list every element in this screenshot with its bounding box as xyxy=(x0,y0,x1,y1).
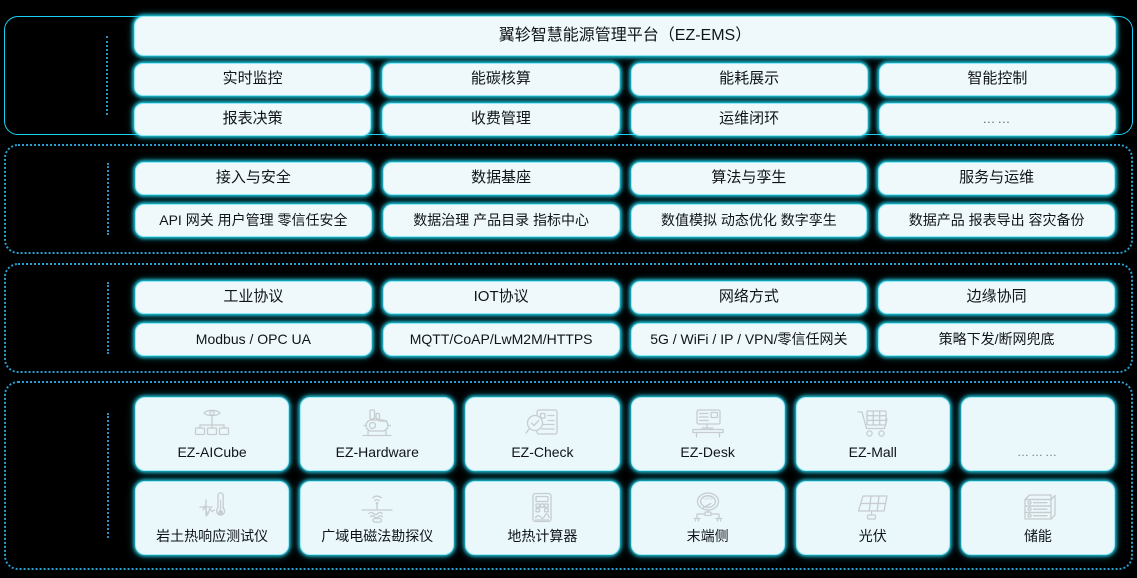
platform-card-billing-management[interactable]: 收费管理 xyxy=(382,102,620,136)
product-tile-ez-mall[interactable]: EZ-Mall xyxy=(795,396,950,471)
product-tile-ez-desk[interactable]: EZ-Desk xyxy=(630,396,785,471)
product-label: 广域电磁法勘探仪 xyxy=(321,528,434,545)
protocol-row-1: 工业协议 IOT协议 网络方式 边缘协同 xyxy=(135,280,1115,314)
product-tile-more[interactable]: ……… xyxy=(960,396,1116,471)
protocol-card-network[interactable]: 网络方式 xyxy=(630,280,868,314)
platform-card-carbon-accounting[interactable]: 能碳核算 xyxy=(382,62,620,96)
product-tile-terminal-side[interactable]: GAS 末端侧 xyxy=(630,480,785,555)
shopping-cart-icon xyxy=(854,405,892,443)
product-label: EZ-Mall xyxy=(848,444,897,461)
protocol-row-2: Modbus / OPC UA MQTT/CoAP/LwM2M/HTTPS 5G… xyxy=(135,322,1115,356)
panel-divider xyxy=(107,412,109,539)
product-label: 地热计算器 xyxy=(507,528,578,545)
capability-sub-access-security[interactable]: API 网关 用户管理 零信任安全 xyxy=(135,203,372,237)
protocol-card-iot[interactable]: IOT协议 xyxy=(382,280,620,314)
platform-card-report-decision[interactable]: 报表决策 xyxy=(134,102,372,136)
antenna-ground-survey-icon xyxy=(358,489,396,527)
panel-divider xyxy=(106,35,108,116)
panel-product-layer: EZ-AICube xyxy=(4,381,1133,570)
thermometer-waveform-icon xyxy=(193,489,231,527)
desktop-monitor-desk-icon xyxy=(689,405,727,443)
capability-sub-service-ops[interactable]: 数据产品 报表导出 容灾备份 xyxy=(878,203,1115,237)
product-label: EZ-Check xyxy=(511,444,574,461)
protocol-card-industrial[interactable]: 工业协议 xyxy=(135,280,372,314)
product-label: 光伏 xyxy=(858,528,887,545)
svg-text:GAS: GAS xyxy=(703,496,712,501)
platform-row-1: 实时监控 能碳核算 能耗展示 智能控制 xyxy=(134,62,1116,96)
industrial-machine-icon xyxy=(358,405,396,443)
product-tile-thermal-response-tester[interactable]: 岩土热响应测试仪 xyxy=(135,480,290,555)
capability-card-service-ops[interactable]: 服务与运维 xyxy=(878,161,1115,195)
product-row-1: EZ-AICube xyxy=(135,396,1116,471)
product-label: 末端侧 xyxy=(686,528,729,545)
platform-card-realtime-monitoring[interactable]: 实时监控 xyxy=(134,62,372,96)
panel-capability-layer: 接入与安全 数据基座 算法与孪生 服务与运维 API 网关 用户管理 零信任安全… xyxy=(4,144,1133,254)
product-label: EZ-Desk xyxy=(680,444,735,461)
platform-card-ops-loop[interactable]: 运维闭环 xyxy=(630,102,868,136)
panel-protocol-layer: 工业协议 IOT协议 网络方式 边缘协同 Modbus / OPC UA MQT… xyxy=(4,263,1133,373)
platform-title-card[interactable]: 翼轸智慧能源管理平台（EZ-EMS） xyxy=(134,15,1116,56)
platform-row-2: 报表决策 收费管理 运维闭环 …… xyxy=(134,102,1116,136)
product-tile-photovoltaic[interactable]: 光伏 xyxy=(795,480,950,555)
platform-card-energy-display[interactable]: 能耗展示 xyxy=(630,62,868,96)
capability-sub-algorithm-twin[interactable]: 数值模拟 动态优化 数字孪生 xyxy=(630,203,868,237)
product-tile-ez-check[interactable]: EZ-Check xyxy=(465,396,620,471)
platform-title-row: 翼轸智慧能源管理平台（EZ-EMS） xyxy=(134,15,1116,56)
protocol-card-edge-collab[interactable]: 边缘协同 xyxy=(878,280,1115,314)
protocol-sub-network[interactable]: 5G / WiFi / IP / VPN/零信任网关 xyxy=(630,322,868,356)
magnifier-document-check-icon xyxy=(523,405,561,443)
product-tile-ez-aicube[interactable]: EZ-AICube xyxy=(135,396,290,471)
capability-row-2: API 网关 用户管理 零信任安全 数据治理 产品目录 指标中心 数值模拟 动态… xyxy=(135,203,1115,237)
product-tile-wide-area-em-survey[interactable]: 广域电磁法勘探仪 xyxy=(300,480,455,555)
product-tile-ez-hardware[interactable]: EZ-Hardware xyxy=(300,396,455,471)
product-tile-geothermal-calculator[interactable]: 地热计算器 xyxy=(465,480,620,555)
product-label: 岩土热响应测试仪 xyxy=(156,528,269,545)
panel-divider xyxy=(107,281,109,355)
battery-rack-icon xyxy=(1019,489,1057,527)
capability-card-access-security[interactable]: 接入与安全 xyxy=(135,161,372,195)
capability-row-1: 接入与安全 数据基座 算法与孪生 服务与运维 xyxy=(135,161,1115,195)
panel-divider xyxy=(107,162,109,236)
product-tile-energy-storage[interactable]: 储能 xyxy=(960,480,1116,555)
product-label: ……… xyxy=(1016,445,1059,460)
product-row-2: 岩土热响应测试仪 xyxy=(135,480,1116,555)
capability-sub-data-foundation[interactable]: 数据治理 产品目录 指标中心 xyxy=(382,203,620,237)
protocol-sub-iot[interactable]: MQTT/CoAP/LwM2M/HTTPS xyxy=(382,322,620,356)
panel-platform-layer: 翼轸智慧能源管理平台（EZ-EMS） 实时监控 能碳核算 能耗展示 智能控制 报… xyxy=(4,15,1133,136)
capability-card-algorithm-twin[interactable]: 算法与孪生 xyxy=(630,161,868,195)
calculator-icon xyxy=(523,489,561,527)
product-label: 储能 xyxy=(1023,528,1052,545)
platform-card-smart-control[interactable]: 智能控制 xyxy=(878,62,1116,96)
eye-network-icon xyxy=(193,405,231,443)
gas-meter-icon: GAS xyxy=(689,489,727,527)
platform-card-more[interactable]: …… xyxy=(878,102,1116,136)
product-label: EZ-AICube xyxy=(177,444,247,461)
protocol-sub-industrial[interactable]: Modbus / OPC UA xyxy=(135,322,372,356)
protocol-sub-edge-collab[interactable]: 策略下发/断网兜底 xyxy=(878,322,1115,356)
product-label: EZ-Hardware xyxy=(335,444,419,461)
capability-card-data-foundation[interactable]: 数据基座 xyxy=(382,161,620,195)
solar-panel-icon xyxy=(854,489,892,527)
